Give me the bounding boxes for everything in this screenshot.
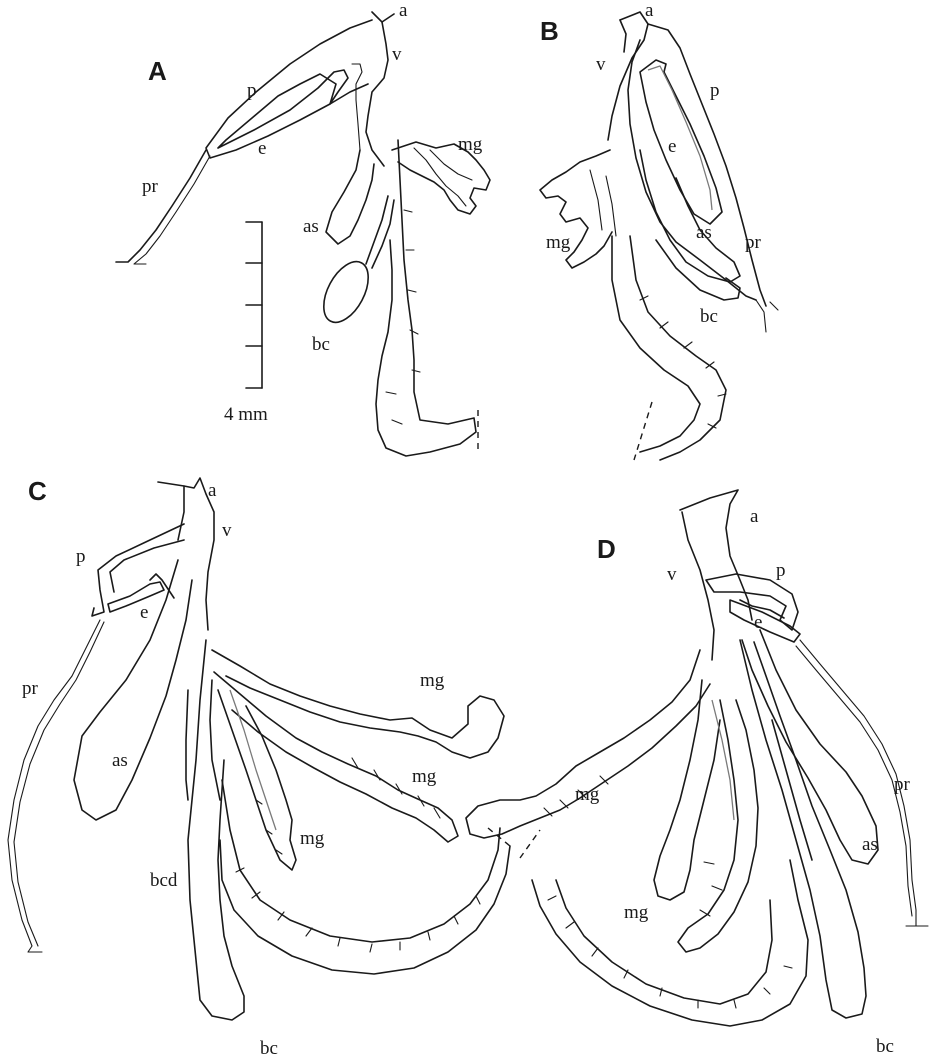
label-mucous-glands-2: mg <box>412 766 437 787</box>
panel-a-penis <box>206 20 372 158</box>
label-penial-retractor: pr <box>745 232 762 253</box>
label-vagina: v <box>222 520 232 541</box>
label-atrial-sac: as <box>112 750 128 771</box>
label-penial-retractor: pr <box>894 774 911 795</box>
panel-c-penis <box>92 524 184 616</box>
label-vagina: v <box>667 564 677 585</box>
panel-b-atrium <box>608 12 648 140</box>
panel-d-mucous-glands <box>466 650 710 838</box>
label-mucous-glands-2: mg <box>624 902 649 923</box>
panel-a-retractor <box>116 150 206 262</box>
label-atrium: a <box>645 0 654 21</box>
panel-letter-d: D <box>597 534 616 564</box>
label-atrium: a <box>208 480 217 501</box>
label-epiphallus: e <box>754 612 762 633</box>
panel-b: B a v p e as pr mg bc <box>540 0 778 460</box>
panel-c-spermoviduct <box>222 780 500 942</box>
label-mucous-glands-1: mg <box>420 670 445 691</box>
panel-d-epiphallus <box>730 600 800 642</box>
label-bursa-copulatrix: bc <box>876 1036 894 1057</box>
label-atrial-sac: as <box>696 222 712 243</box>
label-epiphallus: e <box>668 136 676 157</box>
label-atrium: a <box>399 0 408 21</box>
panel-d-penis <box>706 574 798 630</box>
panel-b-spermoviduct <box>612 236 700 452</box>
panel-b-retractor <box>756 300 778 332</box>
label-epiphallus: e <box>140 602 148 623</box>
label-penis: p <box>76 546 86 567</box>
scale-bar: 4 mm <box>224 222 268 425</box>
panel-c-bursa-duct <box>188 640 244 1020</box>
label-mucous-glands: mg <box>458 134 483 155</box>
label-penis: p <box>710 80 720 101</box>
label-penis: p <box>247 80 257 101</box>
label-bursa-copulatrix: bc <box>312 334 330 355</box>
label-mucous-glands-1: mg <box>575 784 600 805</box>
label-atrium: a <box>750 506 759 527</box>
panel-a: A 4 mm a v p e <box>116 0 490 456</box>
label-penial-retractor: pr <box>22 678 39 699</box>
label-bursa-copulatrix: bc <box>700 306 718 327</box>
panel-c: C a v p e pr as <box>8 476 510 1059</box>
panel-c-epiphallus <box>108 582 164 612</box>
label-bursa-duct: bcd <box>150 870 178 891</box>
panel-a-atrial-sac <box>326 150 374 244</box>
panel-letter-c: C <box>28 476 47 506</box>
label-penis: p <box>776 560 786 581</box>
panel-c-atrium <box>158 478 214 630</box>
label-atrial-sac: as <box>862 834 878 855</box>
label-vagina: v <box>392 44 402 65</box>
label-epiphallus: e <box>258 138 266 159</box>
label-penial-retractor: pr <box>142 176 159 197</box>
panel-letter-b: B <box>540 16 559 46</box>
panel-d: D a v p e pr as mg mg <box>466 490 928 1057</box>
label-vagina: v <box>596 54 606 75</box>
label-atrial-sac: as <box>303 216 319 237</box>
panel-letter-a: A <box>148 56 167 86</box>
label-bursa-copulatrix: bc <box>260 1038 278 1059</box>
panel-a-bursa <box>315 254 378 329</box>
panel-d-spermoviduct <box>532 860 808 1026</box>
label-mucous-glands-3: mg <box>300 828 325 849</box>
panel-a-atrium <box>366 12 388 166</box>
panel-c-retractor <box>8 620 100 952</box>
panel-c-mucous-glands <box>212 650 504 758</box>
panel-c-atrial-sac <box>74 560 192 820</box>
panel-a-bursa-duct <box>366 196 388 264</box>
label-mucous-glands: mg <box>546 232 571 253</box>
panel-b-atrial-sac <box>640 150 740 282</box>
panel-a-spermoviduct <box>376 140 476 456</box>
scale-bar-label: 4 mm <box>224 404 268 425</box>
